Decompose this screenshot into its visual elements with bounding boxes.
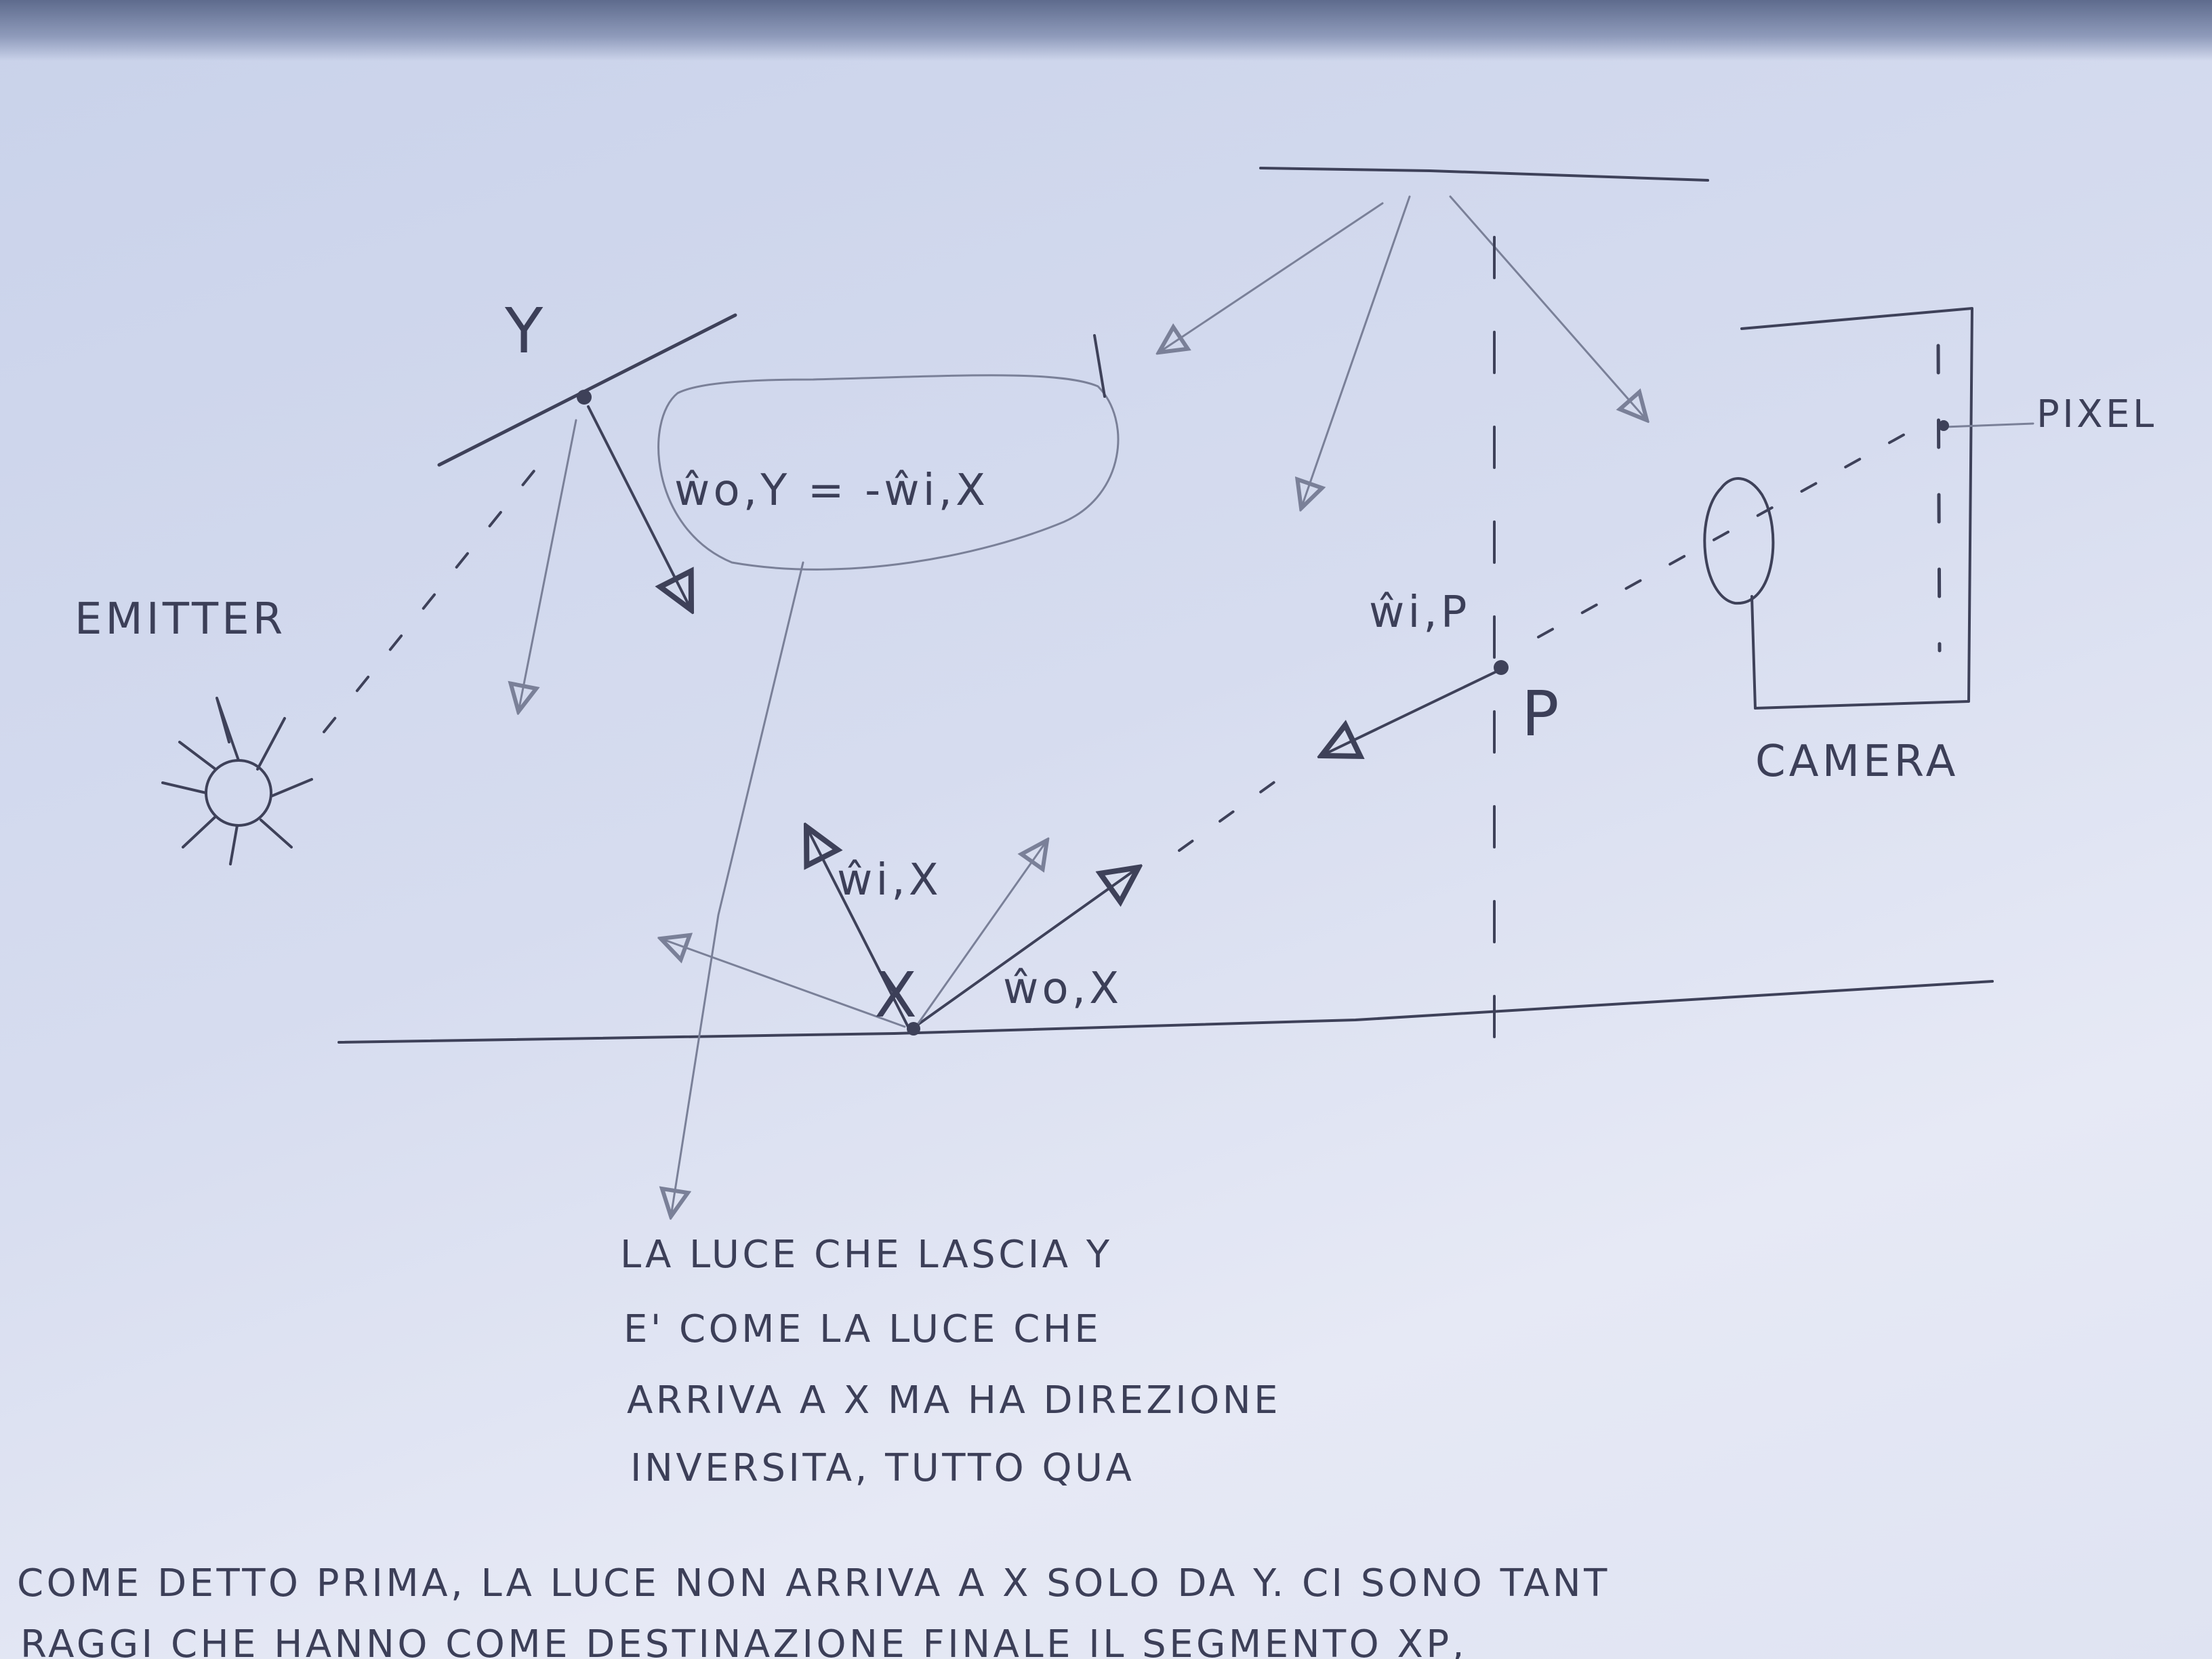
- x-light-ray-b: [661, 939, 906, 1028]
- wi-p-label: ŵi,P: [1369, 588, 1471, 638]
- bubble-leader-line: [671, 561, 804, 1216]
- emitter-label: EMITTER: [75, 594, 286, 644]
- ceiling-ray-left: [1159, 202, 1384, 352]
- bottom-text-line-2: RAGGI CHE HANNO COME DESTINAZIONE FINALE…: [20, 1622, 1467, 1659]
- bubble-formula-label: ŵo,Y = -ŵi,X: [674, 466, 989, 516]
- emitter-sun-icon: [161, 697, 313, 865]
- note-line-4: INVERSITA, TUTTO QUA: [630, 1446, 1134, 1490]
- y-outgoing-arrow: [587, 405, 691, 610]
- x-light-ray-a: [917, 840, 1047, 1025]
- camera-body: [1740, 307, 1973, 710]
- point-y-dot: [577, 390, 592, 405]
- x-to-p-dashed: [1178, 771, 1289, 852]
- pixel-pointer-line: [1944, 422, 2034, 428]
- notebook-page-edge: [0, 0, 2212, 61]
- wo-x-label: ŵo,X: [1003, 964, 1122, 1014]
- camera-label: CAMERA: [1755, 737, 1959, 787]
- x-outgoing-arrow: [914, 867, 1139, 1028]
- y-incoming-light-arrow: [518, 419, 577, 712]
- x-incoming-arrow: [806, 827, 913, 1035]
- point-y-label: Y: [504, 295, 548, 367]
- p-to-camera-dashed: [1537, 426, 1919, 638]
- wi-x-label: ŵi,X: [837, 855, 942, 905]
- y-surface-line: [437, 313, 737, 467]
- note-line-2: E' COME LA LUCE CHE: [623, 1307, 1101, 1351]
- ceiling-ray-right: [1449, 195, 1647, 420]
- camera-lens: [1703, 477, 1775, 605]
- p-incoming-arrow: [1322, 670, 1499, 756]
- pixel-dot: [1938, 420, 1949, 431]
- ground-surface-line: [337, 980, 1994, 1044]
- bottom-text-line-1: COME DETTO PRIMA, LA LUCE NON ARRIVA A X…: [17, 1561, 1610, 1605]
- pixel-label: PIXEL: [2036, 392, 2157, 436]
- camera-sensor-dashed: [1936, 344, 1942, 653]
- point-x-dot: [907, 1022, 920, 1036]
- note-line-3: ARRIVA A X MA HA DIREZIONE: [627, 1378, 1281, 1422]
- point-x-label: X: [874, 959, 922, 1031]
- emitter-to-y-dashed: [323, 459, 544, 733]
- formula-bubble: [657, 374, 1120, 571]
- note-line-1: LA LUCE CHE LASCIA Y: [620, 1233, 1113, 1277]
- ceiling-ray-down: [1301, 195, 1411, 508]
- bubble-small-tick: [1093, 334, 1106, 398]
- ceiling-surface-line: [1259, 167, 1709, 182]
- point-p-label: P: [1521, 678, 1564, 750]
- point-p-dot: [1494, 660, 1509, 675]
